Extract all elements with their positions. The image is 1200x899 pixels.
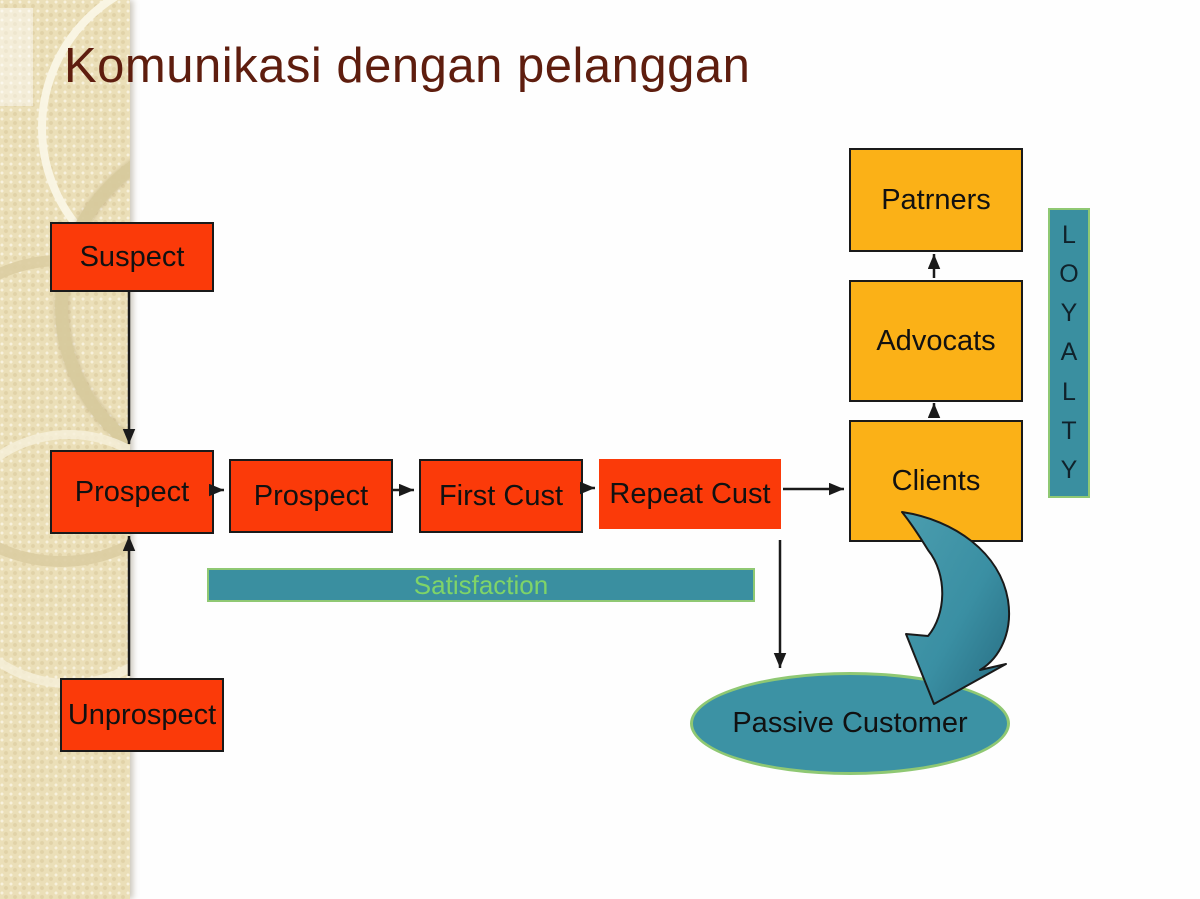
loyalty-letter: Y (1060, 455, 1078, 484)
patrners-box: Patrners (849, 148, 1023, 252)
loyalty-letter: L (1062, 377, 1076, 406)
repeat-cust-box: Repeat Cust (599, 459, 781, 529)
passive-customer-label: Passive Customer (732, 707, 968, 739)
loyalty-letter: Y (1060, 299, 1078, 328)
unprospect-box: Unprospect (60, 678, 224, 752)
passive-customer-ellipse: Passive Customer (690, 672, 1010, 775)
advocats-box: Advocats (849, 280, 1023, 402)
satisfaction-label: Satisfaction (413, 569, 549, 600)
first-cust-box: First Cust (419, 459, 583, 533)
decorative-highlight (0, 8, 33, 106)
prospect-left-box: Prospect (50, 450, 214, 534)
satisfaction-bar: Satisfaction (207, 568, 755, 602)
page-title: Komunikasi dengan pelanggan (64, 39, 751, 93)
loyalty-letter: L (1062, 221, 1076, 250)
loyalty-bar: L O Y A L T Y (1048, 208, 1090, 498)
suspect-box: Suspect (50, 222, 214, 292)
loyalty-letter: O (1059, 260, 1079, 289)
loyalty-letter: A (1060, 338, 1078, 367)
loyalty-letter: T (1061, 416, 1077, 445)
clients-box: Clients (849, 420, 1023, 542)
sidebar-decoration (0, 0, 130, 899)
prospect-mid-box: Prospect (229, 459, 393, 533)
